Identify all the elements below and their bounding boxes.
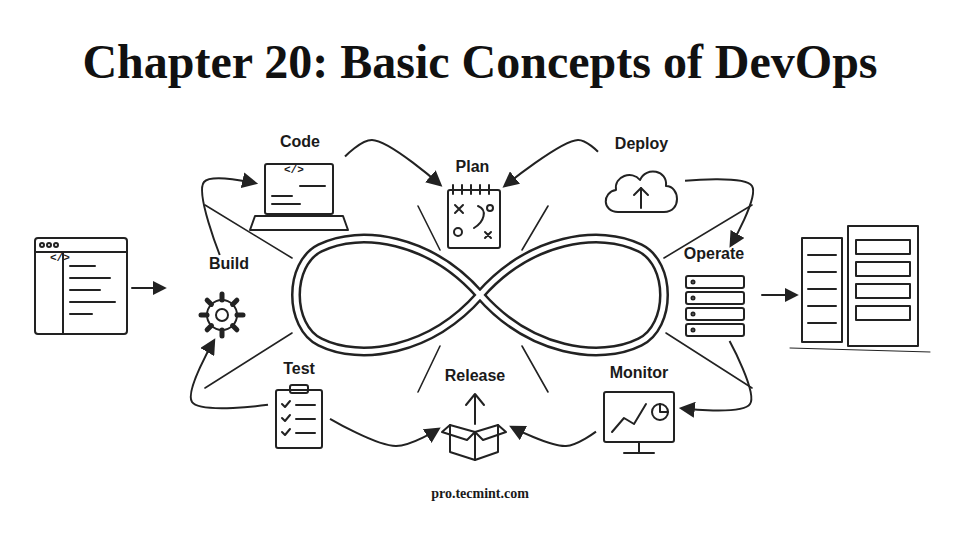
stage-segment: Release	[438, 367, 512, 462]
gear-tooth	[233, 326, 237, 330]
gear-tooth	[233, 300, 237, 304]
gear-icon	[201, 294, 243, 336]
cloud-upload-icon	[606, 171, 677, 212]
flow-arrow	[685, 179, 753, 245]
stage-segment: Plan	[440, 158, 505, 254]
code-symbol: </>	[284, 164, 304, 176]
stage-segment: Build	[196, 255, 262, 341]
stage-segment: Operate	[678, 245, 750, 341]
stage-segment: Deploy	[598, 135, 685, 220]
stage-segment: Monitor	[596, 364, 682, 458]
server-racks-icon	[790, 226, 930, 352]
laptop-icon	[250, 164, 348, 230]
gear-tooth	[201, 313, 207, 318]
flow-arrow	[512, 427, 596, 446]
watermark: pro.tecmint.com	[431, 486, 529, 502]
stage-label: Test	[268, 360, 330, 378]
gear-tooth	[220, 294, 225, 300]
flow-arrow	[330, 419, 438, 446]
gear-tooth	[207, 326, 211, 330]
flow-arrow	[682, 341, 751, 410]
code-symbol: </>	[50, 252, 70, 264]
stage-label: Code	[255, 133, 345, 151]
monitor-chart-icon	[604, 392, 674, 453]
stage-label: Plan	[440, 158, 505, 176]
flow-arrow	[191, 341, 268, 408]
output-arrow	[762, 294, 796, 296]
gear-tooth	[220, 330, 225, 336]
stage-label: Operate	[678, 245, 750, 263]
inner-loop-fill	[296, 239, 664, 352]
stage-segment: Code	[255, 133, 345, 235]
gear-tooth	[207, 300, 211, 304]
input-arrow	[132, 287, 164, 289]
server-stack-icon	[686, 276, 744, 336]
code-window-icon	[35, 238, 127, 334]
stage-label: Build	[196, 255, 262, 273]
stage-label: Deploy	[598, 135, 685, 153]
flow-arrow	[202, 178, 255, 255]
stage-label: Monitor	[596, 364, 682, 382]
package-icon	[442, 394, 506, 460]
clipboard-icon	[276, 385, 322, 448]
title: Chapter 20: Basic Concepts of DevOps	[0, 34, 960, 89]
stage-segment: Test	[268, 360, 330, 452]
notebook-icon	[448, 185, 500, 248]
inner-loop	[296, 239, 664, 352]
segment-dividers	[205, 205, 752, 392]
gear-tooth	[237, 313, 243, 318]
stage-label: Release	[438, 367, 512, 385]
flow-arrow	[345, 140, 440, 185]
flow-arrow	[505, 140, 598, 186]
